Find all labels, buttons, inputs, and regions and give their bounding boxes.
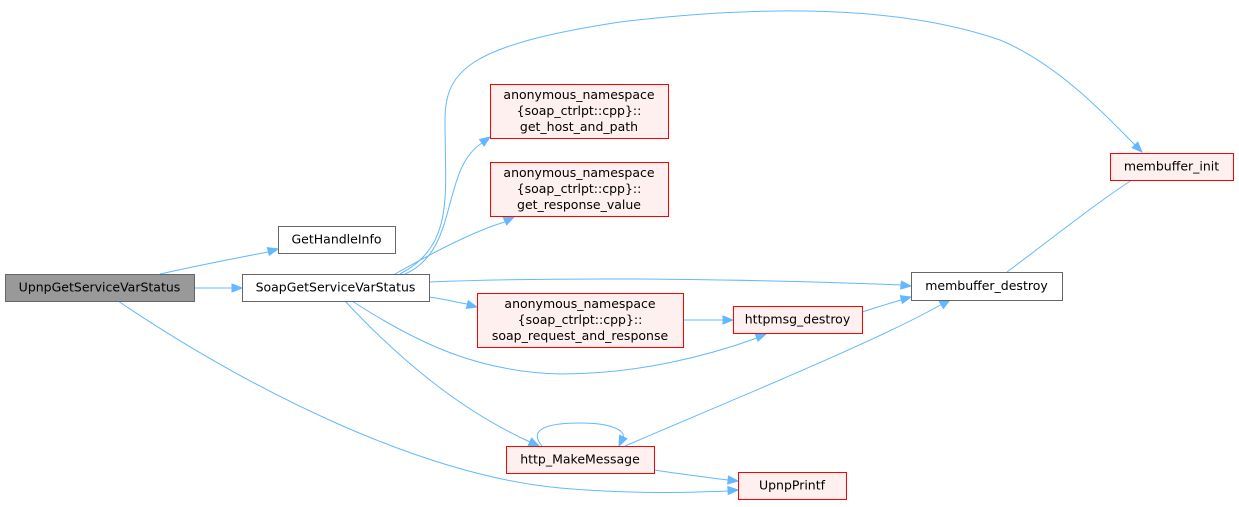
node-box bbox=[911, 272, 1063, 301]
edge-soap-get-service-var-status-to-membuffer-destroy bbox=[428, 278, 913, 290]
edge-soap-get-service-var-status-to-get-response-value bbox=[394, 216, 516, 275]
node-box bbox=[242, 274, 430, 302]
node-membuffer-init[interactable]: membuffer_init bbox=[1110, 153, 1234, 181]
edge-upnp-get-service-var-status-to-soap-get-service-var-status bbox=[194, 283, 244, 293]
edge-line bbox=[428, 278, 902, 286]
edge-line bbox=[428, 296, 468, 305]
edge-line bbox=[861, 299, 902, 313]
node-label: anonymous_namespace bbox=[503, 165, 654, 180]
node-label: membuffer_init bbox=[1124, 159, 1219, 174]
nodes-layer: UpnpGetServiceVarStatus GetHandleInfoSoap… bbox=[5, 84, 1234, 500]
edge-soap-get-service-var-status-to-membuffer-init bbox=[399, 10, 1143, 275]
node-box bbox=[278, 226, 396, 254]
node-label: get_response_value bbox=[517, 197, 641, 212]
node-label: soap_request_and_response bbox=[492, 328, 669, 343]
node-label: anonymous_namespace bbox=[504, 296, 655, 311]
edge-arrowhead bbox=[266, 246, 280, 257]
node-box bbox=[490, 84, 669, 139]
edge-soap-get-service-var-status-to-get-host-and-path bbox=[404, 136, 492, 275]
edge-arrowhead bbox=[465, 299, 479, 310]
edge-line bbox=[1006, 175, 1139, 273]
node-http-make-message[interactable]: http_MakeMessage bbox=[506, 446, 655, 474]
node-box bbox=[1110, 153, 1234, 181]
node-label: membuffer_destroy bbox=[925, 278, 1048, 293]
node-box bbox=[477, 293, 684, 348]
edge-arrowhead bbox=[938, 299, 952, 310]
edge-arrowhead bbox=[722, 315, 735, 325]
node-label: get_host_and_path bbox=[520, 119, 638, 134]
edge-arrowhead bbox=[502, 216, 516, 226]
edge-soap-get-service-var-status-to-http-make-message bbox=[344, 300, 541, 447]
node-membuffer-destroy[interactable]: membuffer_destroy bbox=[911, 272, 1063, 301]
edge-line bbox=[653, 469, 729, 481]
edge-arrowhead bbox=[618, 434, 628, 448]
edge-arrowhead bbox=[478, 136, 492, 147]
node-get-host-and-path[interactable]: anonymous_namespace{soap_ctrlpt::cpp}::g… bbox=[490, 84, 669, 139]
node-box bbox=[490, 162, 669, 217]
node-label: {soap_ctrlpt::cpp}:: bbox=[518, 312, 643, 327]
edge-line bbox=[117, 300, 729, 493]
edge-line bbox=[399, 10, 1136, 275]
edge-line bbox=[344, 300, 531, 443]
node-upnp-printf[interactable]: UpnpPrintf bbox=[738, 472, 847, 500]
edge-line bbox=[536, 422, 624, 447]
node-label: SoapGetServiceVarStatus bbox=[256, 280, 416, 295]
node-box bbox=[733, 306, 863, 334]
node-label: httpmsg_destroy bbox=[745, 312, 851, 327]
edge-upnp-get-service-var-status-to-upnp-printf bbox=[117, 300, 740, 496]
edge-httpmsg-destroy-to-membuffer-destroy bbox=[861, 295, 913, 313]
node-upnp-get-service-var-status[interactable]: UpnpGetServiceVarStatus bbox=[5, 274, 195, 302]
edge-arrowhead bbox=[900, 280, 913, 290]
node-label: UpnpGetServiceVarStatus bbox=[19, 280, 181, 295]
node-label: {soap_ctrlpt::cpp}:: bbox=[517, 103, 642, 118]
node-label: UpnpPrintf bbox=[759, 478, 826, 493]
edge-arrowhead bbox=[231, 283, 244, 293]
edge-line bbox=[351, 300, 758, 375]
node-box bbox=[506, 446, 655, 474]
edge-line bbox=[404, 142, 483, 275]
edge-soap-request-and-response-to-httpmsg-destroy bbox=[683, 315, 735, 325]
node-label: http_MakeMessage bbox=[520, 452, 640, 467]
edge-line bbox=[394, 221, 506, 275]
edge-arrowhead bbox=[899, 295, 913, 305]
edge-upnp-get-service-var-status-to-get-handle-info bbox=[159, 246, 280, 275]
node-httpmsg-destroy[interactable]: httpmsg_destroy bbox=[733, 306, 863, 334]
edge-arrowhead bbox=[754, 333, 768, 343]
node-soap-get-service-var-status[interactable]: SoapGetServiceVarStatus bbox=[242, 274, 430, 302]
edge-arrowhead bbox=[727, 475, 740, 485]
edge-membuffer-destroy-to-membuffer-init bbox=[1006, 169, 1148, 273]
node-label: GetHandleInfo bbox=[291, 232, 381, 247]
edge-arrowhead bbox=[527, 437, 541, 447]
edge-arrowhead bbox=[1131, 141, 1143, 153]
node-label: anonymous_namespace bbox=[503, 87, 654, 102]
node-box bbox=[5, 274, 195, 302]
edge-soap-get-service-var-status-to-soap-request-and-response bbox=[428, 296, 479, 310]
node-get-handle-info[interactable]: GetHandleInfo bbox=[278, 226, 396, 254]
node-label: {soap_ctrlpt::cpp}:: bbox=[517, 181, 642, 196]
node-get-response-value[interactable]: anonymous_namespace{soap_ctrlpt::cpp}::g… bbox=[490, 162, 669, 217]
edges-layer bbox=[117, 10, 1148, 496]
node-box bbox=[738, 472, 847, 500]
edge-http-make-message-to-http-make-message bbox=[536, 422, 628, 448]
edge-arrowhead bbox=[727, 485, 740, 496]
edge-line bbox=[624, 303, 943, 447]
edge-line bbox=[159, 251, 269, 275]
edge-http-make-message-to-upnp-printf bbox=[653, 469, 740, 485]
node-soap-request-and-response[interactable]: anonymous_namespace{soap_ctrlpt::cpp}::s… bbox=[477, 293, 684, 348]
